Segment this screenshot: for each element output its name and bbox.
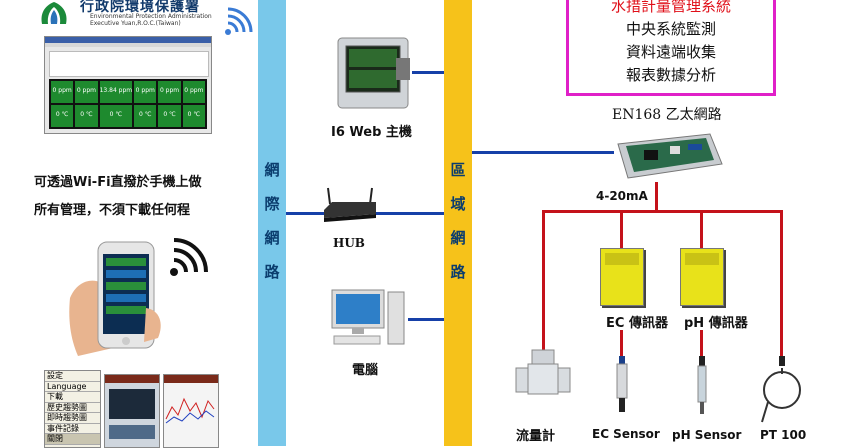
monitor-cell: 0 ℃	[134, 105, 157, 127]
system-line-2: 資料遠端收集	[625, 43, 716, 61]
ph-sensor-label: pH Sensor	[672, 428, 742, 442]
wire-pc-lan	[408, 318, 444, 321]
wire-lan-en168	[472, 151, 614, 154]
flow-meter-image	[515, 349, 571, 395]
phone-menu-item[interactable]: 即時趨勢圖	[45, 413, 100, 424]
wire-ec-sensor	[620, 330, 623, 358]
phone-chart-screenshot-1	[104, 374, 160, 448]
agency-logo: 行政院環境保護署 Environmental Protection Admini…	[30, 0, 215, 28]
ph-transmitter-label: pH 傳訊器	[684, 316, 748, 331]
lan-label: 區域 網路	[450, 161, 466, 281]
phone-menu-item[interactable]: 設定	[45, 371, 100, 382]
hub-image	[324, 187, 376, 222]
monitor-cell: 0 ppm	[51, 81, 74, 103]
system-box: 水措計量管理系統 中央系統監測 資料遠端收集 報表數據分析	[566, 0, 776, 96]
monitor-cell: 13.84 ppm	[99, 81, 133, 103]
monitor-cell: 0 ℃	[158, 105, 181, 127]
monitor-cell: 0 ppm	[182, 81, 205, 103]
en168-label: EN168 乙太網路	[612, 107, 722, 123]
monitor-cell: 0 ppm	[158, 81, 181, 103]
system-line-1: 中央系統監測	[625, 20, 716, 38]
phone-in-hand-image	[69, 241, 161, 356]
ec-transmitter-label: EC 傳訊器	[606, 316, 668, 331]
ph-sensor-image	[697, 356, 707, 414]
wire-web-host-lan	[412, 71, 444, 74]
wifi-signal-icon	[225, 7, 253, 35]
agency-emblem-icon	[41, 2, 67, 24]
lan-bar	[444, 0, 472, 446]
monitor-cell: 0 ℃	[75, 105, 98, 127]
monitor-cell: 0 ℃	[99, 105, 133, 127]
phone-menu-item[interactable]: 事件記錄	[45, 424, 100, 434]
signal-label: 4-20mA	[596, 189, 648, 203]
wire-hub-lan	[376, 212, 444, 215]
agency-name-en-2: Executive Yuan,R.O.C.(Taiwan)	[90, 20, 181, 27]
pc-label: 電腦	[352, 363, 379, 378]
pt100-label: PT 100	[760, 428, 807, 442]
agency-name-cn: 行政院環境保護署	[80, 0, 200, 15]
internet-bar	[258, 0, 286, 446]
flow-meter-label: 流量計	[516, 429, 556, 444]
ph-transmitter	[680, 248, 724, 306]
wireless-signal-icon	[170, 238, 208, 276]
wire-ph-transmitter	[700, 210, 703, 248]
system-title: 水措計量管理系統	[610, 0, 731, 15]
wire-pt100	[780, 210, 783, 360]
wire-en168-down	[655, 182, 658, 212]
system-line-3: 報表數據分析	[625, 66, 716, 84]
wifi-text-line-1: 可透過Wi-Fi直撥於手機上做	[34, 175, 202, 190]
hub-label: HUB	[333, 236, 365, 250]
en168-board-image	[617, 133, 723, 179]
wire-ph-sensor	[700, 330, 703, 358]
pc-image	[331, 289, 405, 345]
wifi-text-line-2: 所有管理，不須下載任何程	[34, 203, 191, 218]
wire-flow	[542, 210, 545, 350]
ec-transmitter	[600, 248, 644, 306]
phone-menu-item[interactable]: 關閉	[45, 434, 100, 445]
phone-menu-item[interactable]: Language	[45, 382, 100, 392]
phone-chart-screenshot-2	[163, 374, 219, 448]
monitor-cell: 0 ℃	[51, 105, 74, 127]
monitor-cell: 0 ppm	[134, 81, 157, 103]
ec-sensor-image	[616, 356, 628, 412]
phone-menu-item[interactable]: 下載	[45, 392, 100, 403]
web-host-label: I6 Web 主機	[331, 125, 412, 140]
ec-sensor-label: EC Sensor	[592, 427, 660, 441]
monitor-cell: 0 ℃	[182, 105, 205, 127]
internet-label: 網際 網路	[264, 161, 280, 281]
screenshot-titlebar	[45, 37, 211, 43]
phone-menu-item[interactable]: 歷史趨勢圖	[45, 403, 100, 413]
pt100-image	[761, 356, 801, 423]
web-host-image	[337, 37, 410, 109]
agency-name-en-1: Environmental Protection Administration	[90, 13, 212, 20]
wire-ec-transmitter	[620, 210, 623, 248]
wire-bus	[542, 210, 782, 213]
monitor-cell: 0 ppm	[75, 81, 98, 103]
wire-hub-internet	[286, 212, 324, 215]
